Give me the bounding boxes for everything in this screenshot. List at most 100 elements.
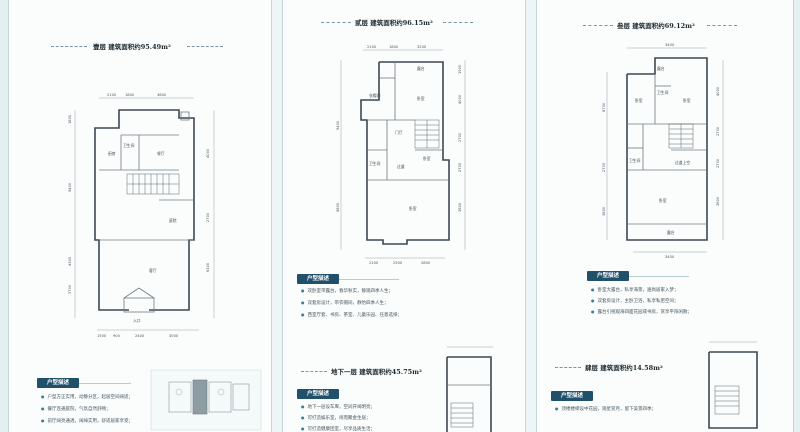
room-label: 餐厅 <box>157 151 165 156</box>
room-label: 卧室 <box>659 198 667 203</box>
dim-left-2: 9400 <box>68 182 72 192</box>
fourth-floor-plan <box>708 341 758 429</box>
fourth-floor-title: 肆层 建筑面积约14.58m² <box>585 364 663 372</box>
room-label: 厨房 <box>108 151 116 156</box>
background-stripe <box>524 0 536 432</box>
dim-right-3: 6300 <box>206 262 210 272</box>
dim-top-1: 2100 <box>367 45 377 49</box>
third-floor-desc-heading: 户型描述 <box>587 271 629 281</box>
dim-left-1: 6700 <box>602 102 606 112</box>
basement-bullet-1: 地下一层设车库，空间开阔明亮； <box>301 404 376 410</box>
site-key-plan <box>150 369 262 431</box>
first-floor-title: 壹层 建筑面积约95.49m² <box>93 43 171 51</box>
room-label: 过道上空 <box>675 160 690 165</box>
dim-right-5: 3600 <box>458 202 462 212</box>
second-floor-plan: 2100 1800 3200 9400 5800 1900 4000 2700 … <box>336 45 466 265</box>
title-rule-right <box>707 25 737 27</box>
stairs-icon <box>414 119 440 149</box>
dim-top-1: 2100 <box>107 93 117 97</box>
dim-bottom-2: 2500 <box>393 261 403 265</box>
title-rule-left <box>301 371 327 373</box>
third-floor-plan: 3400 6700 2700 3800 4000 2700 2700 3600 … <box>602 43 724 259</box>
fourth-floor-bullet-1: 顶楼楼梯设中花园，观星赏月，留下美景四季； <box>555 406 657 412</box>
dim-right-2: 4000 <box>458 94 462 104</box>
room-label: 庭院 <box>169 218 177 223</box>
basement-bullet-3: 可打造健康团室，尽享品质生活； <box>301 426 376 432</box>
dim-top-3: 3200 <box>417 45 427 49</box>
dim-top-3: 3600 <box>157 93 167 97</box>
basement-desc-heading: 户型描述 <box>297 389 339 399</box>
title-rule-left <box>555 367 581 369</box>
first-floor-panel: 壹层 建筑面积约95.49m² 2100 1800 3600 1800 9400… <box>8 0 272 432</box>
second-floor-title: 贰层 建筑面积约96.15m² <box>355 19 433 27</box>
dim-left-1: 9400 <box>336 120 340 130</box>
room-label: 露台 <box>667 230 675 235</box>
room-label: 卧室 <box>423 156 431 161</box>
room-label: 衣帽间 <box>369 93 381 98</box>
room-label: 露台 <box>417 66 425 71</box>
room-label: 门厅 <box>395 130 403 135</box>
dim-bottom-1: 1500 <box>97 334 107 338</box>
first-floor-plan: 2100 1800 3600 1800 9400 4300 3700 4000 … <box>68 93 215 338</box>
dim-bottom-4: 3000 <box>169 334 179 338</box>
title-rule-left <box>583 25 613 27</box>
third-floor-panel: 叁层 建筑面积约69.12m² 3400 6700 2700 3800 4000… <box>536 0 794 432</box>
desc-divider <box>629 276 689 277</box>
dim-left-1: 1800 <box>68 114 72 124</box>
dim-right-1: 4000 <box>716 86 720 96</box>
dim-right-1: 1900 <box>458 64 462 74</box>
dim-left-3: 4300 <box>68 256 72 266</box>
title-rule-left <box>51 46 87 48</box>
second-floor-bullet-3: 西室厅套、书房、茶室、儿童乐园、任意选择； <box>301 312 403 318</box>
room-label: 入口 <box>133 318 141 323</box>
room-label: 卫生间 <box>369 161 381 166</box>
dim-right-1: 4000 <box>206 148 210 158</box>
desc-divider <box>339 279 399 280</box>
third-floor-title: 叁层 建筑面积约69.12m² <box>617 22 695 30</box>
dim-left-2: 5800 <box>336 202 340 212</box>
second-floor-bullet-2: 双套房设计，带衣帽间，静怡四季人生； <box>301 300 389 306</box>
dim-top-2: 1800 <box>389 45 399 49</box>
title-rule-right <box>443 22 473 24</box>
room-label: 卧室 <box>409 206 417 211</box>
first-floor-desc-heading: 户型描述 <box>37 378 79 388</box>
dim-right-3: 2700 <box>458 132 462 142</box>
title-rule-right <box>187 46 223 48</box>
room-label: 卫生间 <box>657 90 669 95</box>
dim-left-3: 3800 <box>602 206 606 216</box>
fourth-floor-desc-heading: 户型描述 <box>551 391 593 401</box>
room-label: 卧室 <box>635 98 643 103</box>
dim-right-2: 2700 <box>716 126 720 136</box>
third-floor-bullet-3: 露台引视观海四面花园或书房，赏享平阳闲散； <box>591 309 693 315</box>
dim-bottom-3: 2800 <box>421 261 431 265</box>
stairs-icon <box>714 385 740 415</box>
stairs-icon <box>668 123 694 149</box>
second-floor-panel: 贰层 建筑面积约96.15m² 2100 1800 3200 9400 5800… <box>282 0 526 432</box>
room-label: 露台 <box>657 66 665 71</box>
room-label: 过道 <box>397 164 405 169</box>
dim-bottom-1: 3400 <box>665 255 675 259</box>
room-label: 卧室 <box>683 98 691 103</box>
first-floor-bullet-1: 户型方正实用，动静分区，起居空间阔适； <box>41 394 134 400</box>
second-floor-bullet-1: 双卧室带露台，春华秋实，静观四季人生； <box>301 288 394 294</box>
dim-bottom-1: 2100 <box>369 261 379 265</box>
title-rule-left <box>321 22 351 24</box>
dim-right-4: 3600 <box>716 196 720 206</box>
first-floor-bullet-2: 餐厅连通庭院，气氛自然舒畅； <box>41 406 111 412</box>
dim-top-2: 1800 <box>125 93 135 97</box>
room-label: 卧室 <box>417 96 425 101</box>
third-floor-bullet-2: 双套房设计，主卧卫浴，私享私密空间； <box>591 298 679 304</box>
third-floor-bullet-1: 卧室大露台，私享海景，遍尚居家入梦； <box>591 287 679 293</box>
dim-right-2: 2700 <box>206 212 210 222</box>
dim-left-2: 2700 <box>602 162 606 172</box>
basement-bullet-2: 可打造娱乐室，闹而聚金生居； <box>301 415 371 421</box>
second-floor-desc-heading: 户型描述 <box>297 274 339 284</box>
room-label: 客厅 <box>149 268 157 273</box>
first-floor-bullet-3: 前厅阔亮通透，阔绰实用，舒适居家享受； <box>41 418 134 424</box>
dim-left-4: 3700 <box>68 284 72 294</box>
dim-right-4: 2700 <box>458 162 462 172</box>
dim-right-3: 2700 <box>716 158 720 168</box>
background-stripe <box>270 0 282 432</box>
desc-divider <box>79 383 131 384</box>
basement-plan <box>446 346 493 432</box>
